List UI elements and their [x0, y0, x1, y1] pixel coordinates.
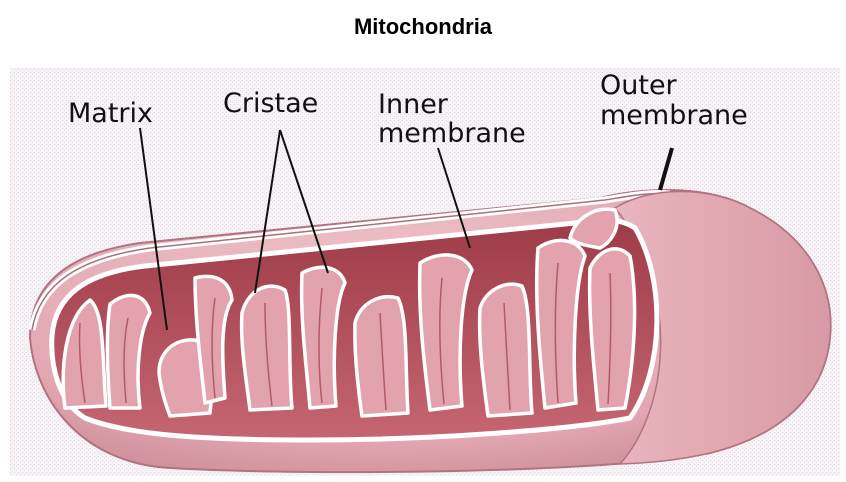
outer-membrane-label-line1: Outer	[600, 70, 678, 101]
cristae-label: Cristae	[223, 88, 318, 119]
matrix-label: Matrix	[68, 98, 153, 129]
mitochondrion-figure: Matrix Cristae Inner membrane Outer memb…	[10, 68, 840, 476]
inner-membrane-label-line2: membrane	[378, 118, 526, 149]
outer-membrane-label-line2: membrane	[600, 100, 748, 131]
diagram-title: Mitochondria	[0, 14, 846, 40]
inner-membrane-label-line1: Inner	[378, 89, 449, 120]
